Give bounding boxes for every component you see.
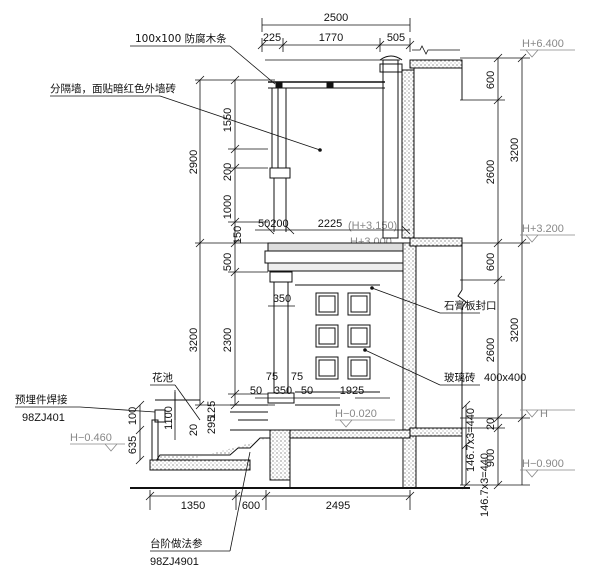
label-embedded-weld: 预埋件焊接 (15, 393, 68, 406)
dim-20-right: 20 (485, 418, 497, 430)
level-h: H (540, 408, 548, 420)
label-flower-bed: 花池 (152, 371, 173, 384)
level-hm460: H−0.460 (70, 432, 112, 444)
label-glass-size: 400x400 (484, 372, 526, 384)
level-markers (70, 49, 575, 478)
dim-900-right: 900 (485, 449, 497, 467)
dim-20-left: 20 (188, 424, 200, 436)
label-partition-wall: 分隔墙，面贴暗红色外墙砖 (50, 82, 176, 95)
annotation-leaders (15, 45, 480, 552)
dim-600-right-b: 600 (485, 253, 497, 271)
left-dimension-lines (195, 75, 275, 410)
top-dimension-lines (257, 18, 415, 52)
level-h3150: (H+3.150) (348, 220, 397, 232)
dim-50-b: 50 (301, 385, 313, 397)
dim-1925: 1925 (340, 385, 364, 397)
dim-600-right-a: 600 (485, 71, 497, 89)
label-glass-brick: 玻璃砖 (444, 371, 476, 384)
break-line-top (412, 45, 460, 55)
dim-1770: 1770 (319, 32, 343, 44)
dim-50200: 50200 (258, 218, 289, 230)
small-left-dims (135, 390, 176, 465)
label-step-ref: 台阶做法参 (150, 537, 203, 550)
dim-225-top: 225 (263, 32, 281, 44)
level-h3200: H+3.200 (522, 223, 564, 235)
dim-2500: 2500 (324, 12, 348, 24)
dim-75-b: 75 (291, 371, 303, 383)
dim-3200-right-b: 3200 (509, 318, 521, 342)
leader-dot-glass (363, 348, 367, 352)
dim-2225: 2225 (318, 218, 342, 230)
dim-stair-1: 146.7x3=440 (465, 408, 477, 472)
dim-100: 100 (127, 407, 139, 425)
glass-brick-window (315, 292, 371, 380)
label-stone-seal: 石膏板封口 (444, 299, 497, 312)
dim-295: 295 (206, 416, 218, 434)
dim-125: 125 (206, 401, 218, 419)
dim-1000: 1000 (222, 195, 234, 219)
dim-2495: 2495 (326, 500, 350, 512)
label-ref-401: 98ZJ401 (22, 412, 65, 424)
dim-635: 635 (127, 436, 139, 454)
dim-1100: 1100 (163, 406, 175, 430)
dim-600-bottom: 600 (242, 500, 260, 512)
dim-150: 150 (232, 226, 244, 244)
right-dimension-lines (460, 53, 530, 490)
dim-505: 505 (387, 32, 405, 44)
dim-3200-left: 3200 (188, 328, 200, 352)
dim-2600-right-a: 2600 (485, 160, 497, 184)
dim-stair-2: 146.7x3=440 (479, 453, 491, 517)
leader-dot-wall (318, 148, 322, 152)
dim-3200-right-a: 3200 (509, 138, 521, 162)
mid-dimension-lines (255, 225, 411, 399)
dim-200-left: 200 (222, 163, 234, 181)
level-hm900: H−0.900 (522, 458, 564, 470)
structure (130, 55, 470, 489)
dim-2600-right-b: 2600 (485, 338, 497, 362)
label-ref-4901: 98ZJ4901 (150, 556, 199, 568)
bottom-dimension-lines (145, 490, 415, 510)
dim-50-a: 50 (250, 385, 262, 397)
label-wood-strip: 100x100 防腐木条 (135, 32, 227, 45)
dim-1350: 1350 (181, 500, 205, 512)
dim-500-left: 500 (222, 253, 234, 271)
dim-350-upper: 350 (273, 293, 291, 305)
dim-75-a: 75 (266, 371, 278, 383)
level-h6400: H+6.400 (522, 38, 564, 50)
dim-2900: 2900 (188, 150, 200, 174)
leader-dot-seal (370, 286, 374, 290)
dim-2300: 2300 (222, 328, 234, 352)
dim-350-lower: 350 (274, 385, 292, 397)
dim-1550: 1550 (222, 108, 234, 132)
level-hm020: H−0.020 (335, 408, 377, 420)
